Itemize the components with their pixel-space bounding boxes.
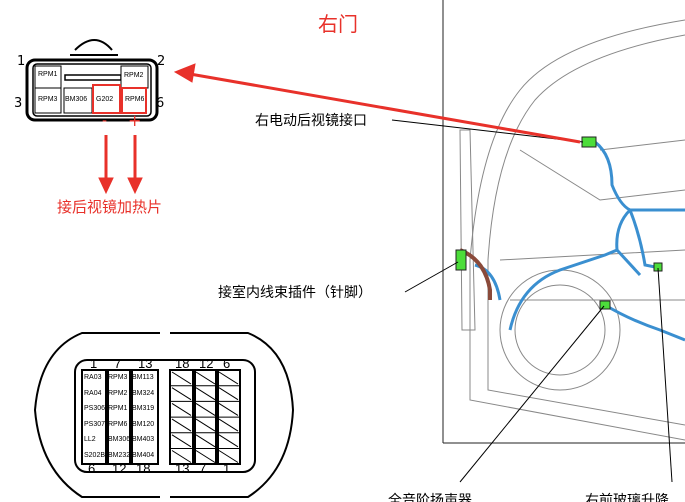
cavity-number: 6 — [223, 356, 231, 371]
window-lifter-label: 右前玻璃升降 — [585, 493, 669, 502]
hatch-mark — [195, 418, 216, 432]
pin-number-3: 3 — [14, 96, 23, 111]
cavity-label: RPM2 — [108, 389, 128, 397]
speaker-connector-green — [599, 300, 611, 310]
hatch-mark — [218, 434, 239, 448]
cavity-number: 1 — [90, 356, 98, 371]
cavity-number: 7 — [199, 461, 207, 476]
pin-number-2: 2 — [157, 54, 166, 69]
cavity-number: 7 — [114, 356, 122, 371]
cavity-label: BM120 — [132, 420, 155, 428]
cavity-label: PS307 — [84, 420, 106, 428]
pin-label: RPM6 — [125, 96, 145, 103]
mirror-connector-label: 右电动后视镜接口 — [255, 113, 367, 129]
leader-lines — [391, 119, 673, 483]
cavity-label: BM324 — [132, 389, 155, 397]
hatch-mark — [218, 418, 239, 432]
cavity-label: RA03 — [84, 374, 102, 381]
hatch-mark — [195, 434, 216, 448]
hatch-mark — [171, 434, 192, 448]
heater-label: 接后视镜加热片 — [57, 198, 163, 216]
hatch-mark — [218, 387, 239, 401]
cavity-number: 18 — [175, 356, 190, 371]
cavity-number: 12 — [112, 461, 127, 476]
cavity-label: LL2 — [84, 436, 96, 443]
pin-number-6: 6 — [156, 96, 165, 111]
harness-plug-green — [455, 249, 467, 271]
hatch-mark — [218, 450, 239, 463]
cavity-label: BM404 — [132, 451, 155, 459]
cavity-label: S202B — [84, 451, 106, 459]
wire-harness — [474, 140, 685, 342]
hatch-mark — [171, 450, 192, 463]
hatch-mark — [171, 418, 192, 432]
minus-sign: - — [102, 113, 108, 129]
cavity-label: BM403 — [132, 436, 155, 443]
cavity-number: 13 — [175, 461, 190, 476]
pin-label: RPM1 — [38, 71, 58, 78]
hatch-mark — [218, 402, 239, 416]
cavity-label: BM113 — [132, 374, 154, 381]
large-connector — [33, 332, 295, 498]
pin-label: RPM3 — [38, 96, 58, 103]
hatch-mark — [195, 371, 216, 385]
harness-plug-label: 接室内线束插件（针脚） — [218, 285, 372, 301]
hatch-mark — [218, 371, 239, 385]
mirror-connector-green — [581, 136, 597, 148]
cavity-number: 6 — [88, 461, 96, 476]
page-title: 右门 — [318, 12, 358, 36]
cavity-label: PS306 — [84, 405, 106, 412]
cavity-number: 12 — [199, 356, 214, 371]
cavity-number: 18 — [136, 461, 151, 476]
pin-label: G202 — [96, 96, 114, 103]
door-drawing — [442, 0, 685, 444]
hatch-mark — [171, 402, 192, 416]
hatch-mark — [171, 371, 192, 385]
hatch-mark — [195, 402, 216, 416]
pin-label: BM306 — [65, 96, 88, 103]
unused-cavities — [170, 369, 240, 463]
cavity-label: BM306 — [108, 436, 131, 443]
cavity-label: BM232 — [108, 451, 131, 459]
hatch-mark — [171, 387, 192, 401]
cavity-number: 13 — [138, 356, 153, 371]
cavity-number: 1 — [223, 461, 231, 476]
hatch-mark — [195, 450, 216, 463]
cavity-label: RPM1 — [108, 405, 128, 412]
red-arrows — [98, 63, 581, 195]
cavity-label: BM319 — [132, 405, 155, 412]
cavity-label: RA04 — [84, 389, 102, 397]
small-connector — [25, 39, 159, 122]
plus-sign: + — [128, 111, 142, 130]
hatch-mark — [195, 387, 216, 401]
cavity-label: RPM6 — [108, 420, 128, 428]
pin-number-1: 1 — [17, 54, 26, 69]
cavity-label: RPM3 — [108, 374, 128, 381]
speaker-label: 全音阶扬声器 — [388, 493, 472, 502]
pin-label: RPM2 — [124, 72, 144, 79]
